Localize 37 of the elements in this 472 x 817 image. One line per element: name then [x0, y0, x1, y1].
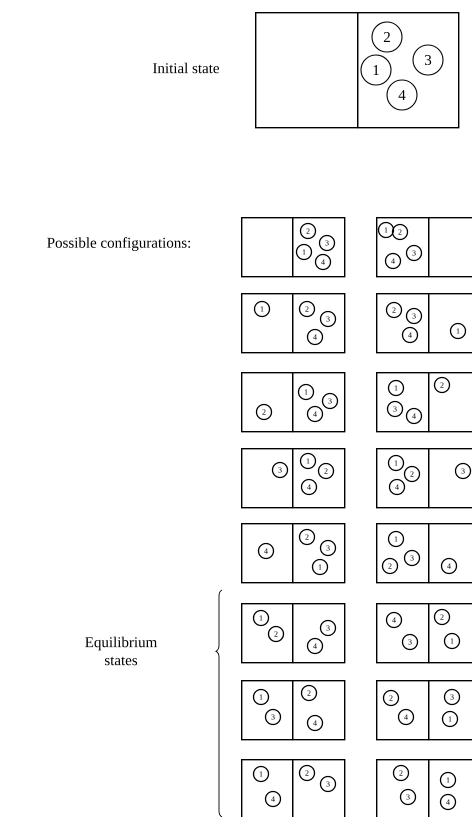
compartment-box [241, 759, 294, 817]
compartment-box [241, 293, 294, 354]
compartment-box [241, 603, 294, 664]
compartment-box [292, 603, 346, 664]
compartment-box [376, 523, 430, 584]
compartment-box [357, 12, 460, 128]
compartment-box [428, 680, 472, 740]
compartment-box [376, 680, 430, 740]
compartment-box [376, 293, 430, 354]
compartment-box [376, 372, 430, 432]
compartment-box [241, 217, 294, 278]
compartment-box [376, 217, 430, 278]
compartment-box [428, 217, 472, 278]
compartment-box [292, 523, 346, 584]
compartment-box [292, 759, 346, 817]
compartment-box [241, 372, 294, 432]
compartment-box [428, 293, 472, 354]
compartment-box [241, 448, 294, 508]
compartment-box [428, 603, 472, 664]
compartment-box [376, 448, 430, 508]
label: Equilibrium states [85, 636, 158, 666]
compartment-box [428, 759, 472, 817]
compartment-box [376, 759, 430, 817]
compartment-box [292, 217, 346, 278]
compartment-box [292, 448, 346, 508]
compartment-box [428, 372, 472, 432]
compartment-box [255, 12, 358, 128]
compartment-box [376, 603, 430, 664]
compartment-box [241, 523, 294, 584]
compartment-box [292, 293, 346, 354]
compartment-box [428, 523, 472, 584]
compartment-box [428, 448, 472, 508]
label: Possible configurations: [47, 237, 190, 251]
compartment-box [292, 680, 346, 740]
label: Initial state [153, 62, 220, 74]
compartment-box [241, 680, 294, 740]
compartment-box [292, 372, 346, 432]
